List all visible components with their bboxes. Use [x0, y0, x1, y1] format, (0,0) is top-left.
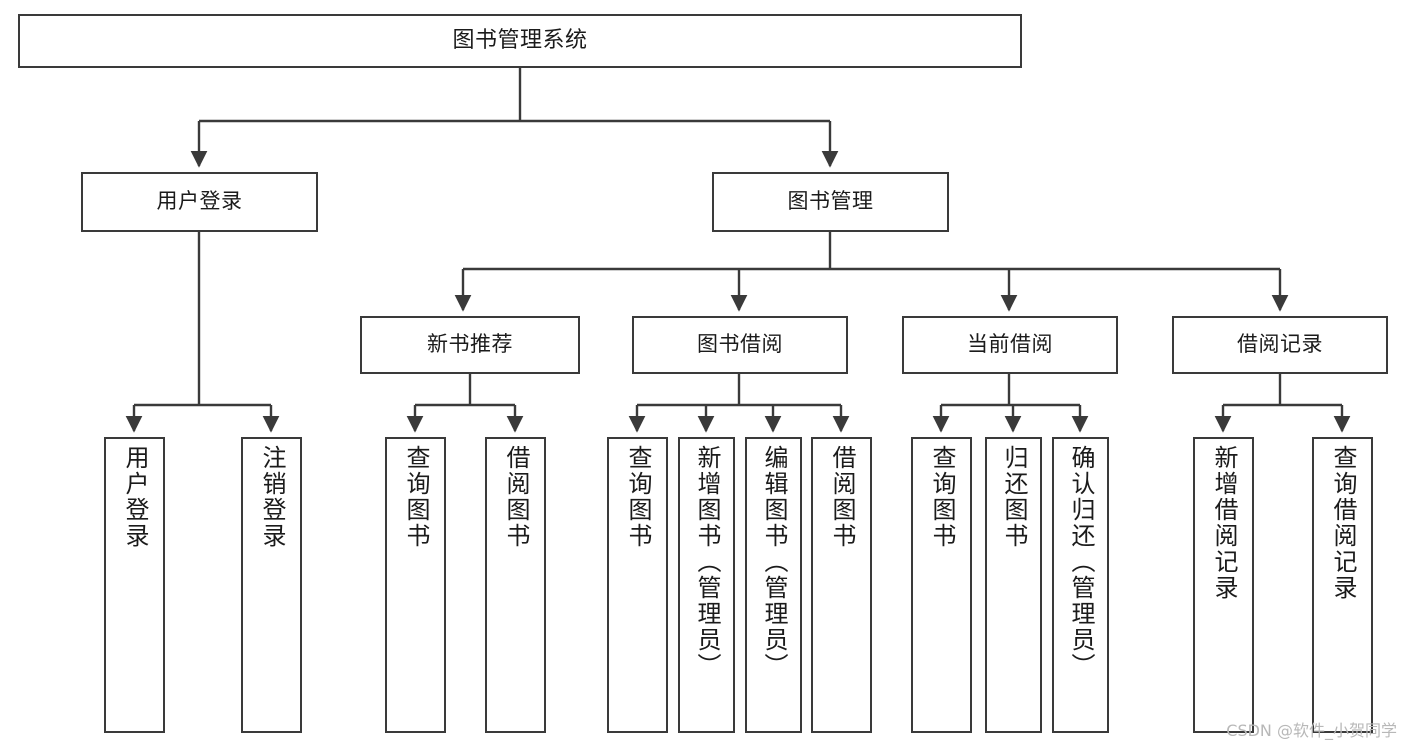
node-leaf-user-login[interactable]: 用户登录 [104, 437, 165, 733]
node-borrow-record[interactable]: 借阅记录 [1172, 316, 1388, 374]
node-root[interactable]: 图书管理系统 [18, 14, 1022, 68]
node-leaf-return-book[interactable]: 归还图书 [985, 437, 1042, 733]
node-leaf-query-record-label: 查询借阅记录 [1328, 445, 1357, 601]
node-root-label: 图书管理系统 [452, 27, 588, 53]
node-leaf-add-record[interactable]: 新增借阅记录 [1193, 437, 1254, 733]
node-leaf-user-login-label: 用户登录 [120, 445, 149, 549]
node-leaf-user-logout[interactable]: 注销登录 [241, 437, 302, 733]
node-user-login-label: 用户登录 [156, 189, 243, 214]
node-leaf-borrow-book[interactable]: 借阅图书 [811, 437, 872, 733]
node-leaf-add-record-label: 新增借阅记录 [1209, 445, 1238, 601]
node-current-borrow-label: 当前借阅 [967, 332, 1053, 357]
node-borrow-record-label: 借阅记录 [1237, 332, 1323, 357]
node-leaf-edit-book-label: 编辑图书（管理员） [759, 445, 788, 679]
node-leaf-borrow-book-rec-label: 借阅图书 [501, 445, 530, 549]
node-leaf-borrow-book-label: 借阅图书 [827, 445, 856, 549]
node-leaf-borrow-book-rec[interactable]: 借阅图书 [485, 437, 546, 733]
node-leaf-query-book-rec[interactable]: 查询图书 [385, 437, 446, 733]
node-new-book-rec[interactable]: 新书推荐 [360, 316, 580, 374]
node-leaf-query-book-rec-label: 查询图书 [401, 445, 430, 549]
node-new-book-rec-label: 新书推荐 [427, 332, 513, 357]
node-book-manage[interactable]: 图书管理 [712, 172, 949, 232]
node-book-manage-label: 图书管理 [787, 189, 874, 214]
node-leaf-confirm-return[interactable]: 确认归还（管理员） [1052, 437, 1109, 733]
node-leaf-add-book-label: 新增图书（管理员） [692, 445, 721, 679]
node-current-borrow[interactable]: 当前借阅 [902, 316, 1118, 374]
node-leaf-user-logout-label: 注销登录 [257, 445, 286, 549]
node-leaf-query-book-borrow-label: 查询图书 [623, 445, 652, 549]
node-leaf-edit-book[interactable]: 编辑图书（管理员） [745, 437, 802, 733]
node-book-borrow-label: 图书借阅 [697, 332, 783, 357]
node-leaf-query-book-cur-label: 查询图书 [927, 445, 956, 549]
node-leaf-return-book-label: 归还图书 [999, 445, 1028, 549]
csdn-watermark: CSDN @软件_小贺同学 [1226, 721, 1397, 740]
node-leaf-query-record[interactable]: 查询借阅记录 [1312, 437, 1373, 733]
node-leaf-query-book-borrow[interactable]: 查询图书 [607, 437, 668, 733]
node-book-borrow[interactable]: 图书借阅 [632, 316, 848, 374]
node-leaf-confirm-return-label: 确认归还（管理员） [1066, 445, 1095, 679]
node-leaf-add-book[interactable]: 新增图书（管理员） [678, 437, 735, 733]
node-leaf-query-book-cur[interactable]: 查询图书 [911, 437, 972, 733]
node-user-login[interactable]: 用户登录 [81, 172, 318, 232]
